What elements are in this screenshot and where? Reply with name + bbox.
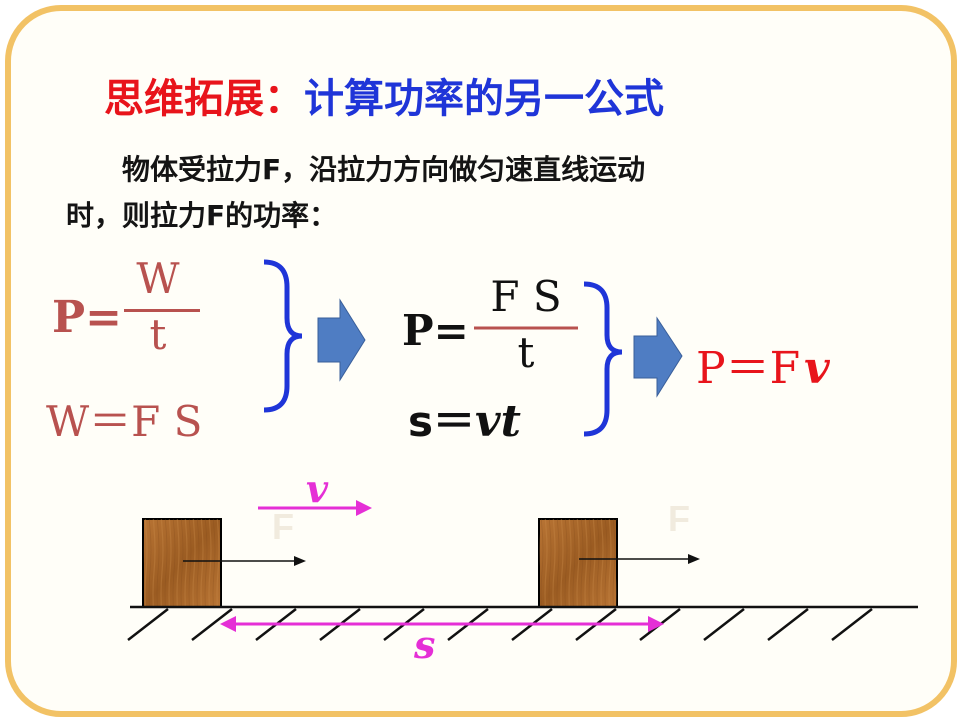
block-arrow-right-2 [633, 316, 683, 398]
result-v: v [804, 343, 830, 394]
distance-arrow-head-left [220, 616, 236, 632]
force-label-left: F [272, 506, 294, 547]
distance-formula-lhs: s＝ [408, 397, 475, 446]
brace-left [263, 259, 303, 413]
power-lhs-left: P= [52, 292, 122, 343]
distance-formula-rhs: vt [475, 396, 521, 447]
title-main: 计算功率的另一公式 [304, 76, 664, 122]
intro-line-2: 时，则拉力F的功率： [66, 199, 338, 232]
result-lhs: P＝F [696, 343, 801, 394]
velocity-arrow-head [356, 500, 372, 516]
velocity-label: v [306, 466, 329, 511]
work-formula: W＝F S [46, 397, 203, 446]
fraction-numerator-fs: F S [490, 272, 562, 321]
block-arrow-right-1 [317, 298, 366, 382]
distance-label: s [414, 622, 436, 667]
distance-arrow-head-right [648, 616, 664, 632]
title-prefix: 思维拓展： [104, 76, 304, 122]
intro-line-1: 物体受拉力F，沿拉力方向做匀速直线运动 [122, 153, 646, 186]
force-label-right: F [668, 498, 690, 539]
result-formula: P＝Fv [696, 332, 830, 396]
power-lhs-middle: P= [402, 306, 469, 355]
slide-title: 思维拓展：计算功率的另一公式 [104, 66, 664, 124]
fraction-denominator-t-middle: t [517, 328, 535, 377]
fraction-bar-left [124, 309, 200, 312]
fraction-numerator-w: W [136, 254, 180, 303]
brace-middle [583, 281, 623, 437]
fraction-denominator-t: t [149, 310, 167, 359]
